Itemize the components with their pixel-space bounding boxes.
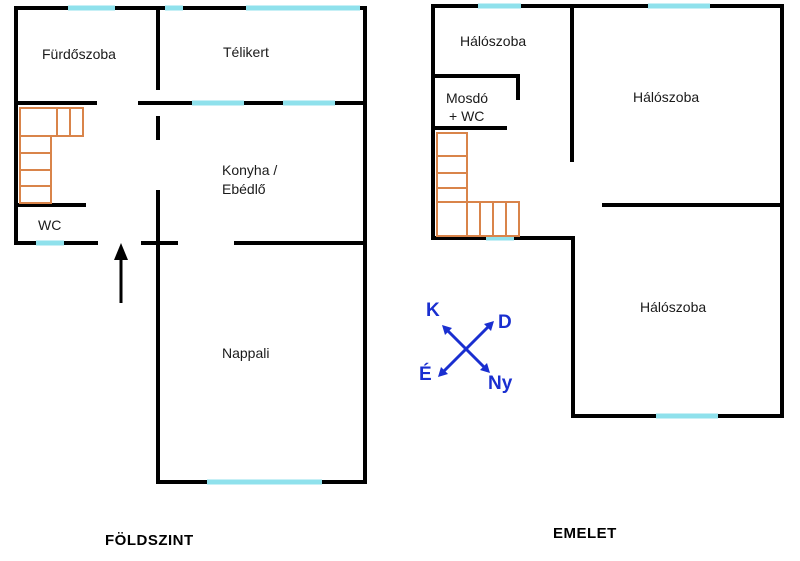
room-label-kitchen-line2: Ebédlő <box>222 181 266 197</box>
up-arrow-icon <box>114 243 128 303</box>
room-label-living-room: Nappali <box>222 345 270 361</box>
room-label-bedroom-top-right: Hálószoba <box>633 89 700 105</box>
floor-title-upper: EMELET <box>553 525 617 542</box>
room-label-washroom-line1: Mosdó <box>446 90 489 106</box>
compass-cross-arrows-icon <box>438 321 494 377</box>
ground-floor-windows <box>36 5 360 485</box>
upper-floor-walls <box>431 4 784 418</box>
room-label-wc: WC <box>38 217 62 233</box>
compass-label-e: É <box>419 364 432 385</box>
room-label-bathroom: Fürdőszoba <box>42 46 116 62</box>
ground-floor-walls <box>14 6 367 484</box>
compass-label-ny: Ny <box>488 373 513 394</box>
upper-floor-stairs <box>436 132 520 237</box>
compass-label-k: K <box>426 300 440 321</box>
floor-title-ground: FÖLDSZINT <box>105 532 194 549</box>
room-label-washroom-line2: + WC <box>449 108 485 124</box>
ground-floor-stairs <box>19 107 84 204</box>
compass-label-d: D <box>498 312 512 333</box>
room-label-winter-garden: Télikert <box>223 44 269 60</box>
room-label-bedroom-small: Hálószoba <box>460 33 527 49</box>
upper-floor-windows <box>478 3 718 419</box>
room-label-bedroom-bottom-right: Hálószoba <box>640 299 707 315</box>
room-label-kitchen-line1: Konyha / <box>222 162 278 178</box>
